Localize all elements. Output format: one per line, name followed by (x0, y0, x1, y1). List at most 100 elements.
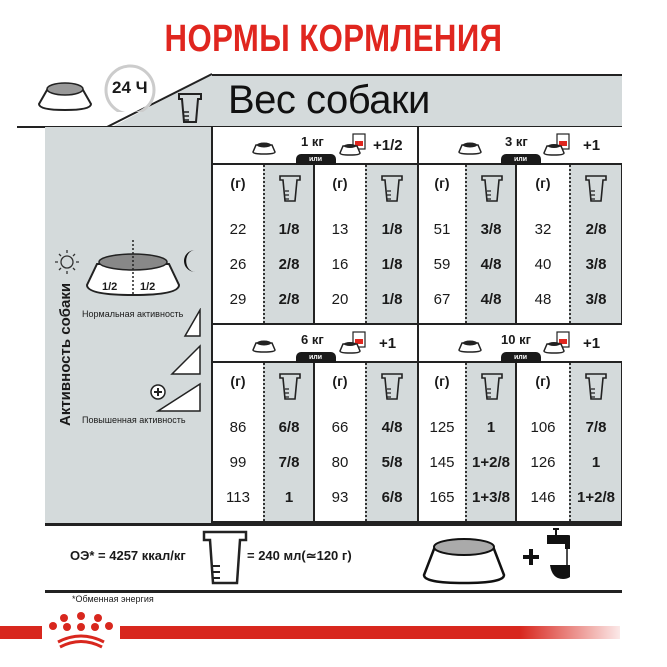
grams-value: 80 (331, 454, 349, 471)
wet-addition-label: +1 (583, 335, 601, 352)
royal-crown-logo (49, 612, 113, 649)
measuring-cup-icon (279, 175, 301, 202)
measuring-cup-icon (481, 175, 503, 202)
cups-value: 1+2/8 (577, 489, 615, 506)
weight-block-3kg: 3 кг или +1 (г) 51 59 67 3/8 4/8 4/8 (г)… (417, 127, 622, 325)
grams-value: 113 (226, 489, 250, 506)
grams-header: (г) (230, 175, 246, 191)
grams-value: 32 (534, 221, 552, 238)
brand-stripe (120, 626, 620, 639)
weight-label: 1 кг (301, 134, 324, 149)
food-bowl-icon (252, 340, 276, 353)
grams-value: 59 (433, 256, 451, 273)
moon-icon (184, 250, 195, 272)
measuring-cup-icon (585, 175, 607, 202)
feeding-table: 1 кг или +1/2 (г) 22 26 29 1/8 2/8 2/8 (… (211, 127, 622, 523)
grams-value: 29 (229, 291, 247, 308)
grams-value: 16 (331, 256, 349, 273)
or-badge: или (295, 352, 336, 363)
wet-addition-label: +1 (583, 137, 601, 154)
grams-header: (г) (535, 373, 551, 389)
wet-food-pouch-icon (339, 331, 366, 354)
brand-stripe (0, 626, 42, 639)
cups-value: 4/8 (480, 256, 502, 273)
food-bowl-icon (458, 340, 482, 353)
period-label: 24 Ч (112, 78, 148, 97)
or-badge: или (500, 154, 541, 165)
food-and-water-icon (422, 528, 570, 585)
grams-header: (г) (230, 373, 246, 389)
header-diagonal (106, 73, 213, 128)
cups-value: 2/8 (585, 221, 607, 238)
grams-value: 26 (229, 256, 247, 273)
activity-panel (45, 127, 212, 523)
measuring-cup-icon (178, 93, 202, 123)
water-tap-icon (547, 528, 570, 579)
cups-value: 6/8 (278, 419, 300, 436)
grams-value: 20 (331, 291, 349, 308)
wet-food-pouch-icon (543, 331, 570, 354)
half-right-label: 1/2 (140, 281, 156, 293)
grams-value: 67 (433, 291, 451, 308)
grams-value: 165 (429, 489, 455, 506)
cups-value: 4/8 (480, 291, 502, 308)
grams-value: 146 (530, 489, 556, 506)
high-activity-label: Повышенная активность (82, 415, 186, 425)
measuring-cup-icon (381, 373, 403, 400)
cups-value: 3/8 (585, 256, 607, 273)
cups-value: 7/8 (278, 454, 300, 471)
grams-header: (г) (332, 373, 348, 389)
food-bowl-icon (458, 142, 482, 155)
activity-level-icon (150, 308, 201, 412)
grams-header: (г) (434, 175, 450, 191)
grams-value: 126 (530, 454, 556, 471)
grams-value: 99 (229, 454, 247, 471)
wet-food-pouch-icon (339, 133, 366, 156)
weight-block-10kg: 10 кг или +1 (г) 125 145 165 1 1+2/8 1+3… (417, 325, 622, 523)
page-title: НОРМЫ КОРМЛЕНИЯ (164, 18, 503, 60)
weight-label: 6 кг (301, 332, 324, 347)
grams-value: 93 (331, 489, 349, 506)
or-badge: или (500, 352, 541, 363)
grams-value: 40 (534, 256, 552, 273)
wet-addition-label: +1/2 (373, 137, 403, 154)
measuring-cup-icon (202, 530, 248, 585)
or-badge: или (295, 154, 336, 165)
wet-addition-label: +1 (379, 335, 397, 352)
cups-value: 1 (486, 419, 496, 436)
cups-value: 1+2/8 (472, 454, 510, 471)
grams-value: 106 (530, 419, 556, 436)
normal-activity-label: Нормальная активность (82, 309, 184, 319)
food-bowl-icon (37, 64, 156, 112)
cups-value: 1/8 (278, 221, 300, 238)
grams-value: 48 (534, 291, 552, 308)
grams-header: (г) (535, 175, 551, 191)
footnote: *Обменная энергия (72, 594, 154, 604)
cups-value: 6/8 (381, 489, 403, 506)
grams-value: 51 (433, 221, 451, 238)
cups-value: 1/8 (381, 221, 403, 238)
measuring-cup-icon (381, 175, 403, 202)
cups-value: 1+3/8 (472, 489, 510, 506)
grams-value: 145 (429, 454, 455, 471)
grams-value: 125 (429, 419, 455, 436)
cups-value: 2/8 (278, 256, 300, 273)
cups-value: 3/8 (585, 291, 607, 308)
energy-label: ОЭ* = 4257 ккал/кг (70, 548, 186, 563)
cups-value: 2/8 (278, 291, 300, 308)
grams-header: (г) (332, 175, 348, 191)
wet-food-pouch-icon (543, 133, 570, 156)
food-bowl-icon (252, 142, 276, 155)
plus-icon (523, 549, 539, 565)
grams-header: (г) (434, 373, 450, 389)
measuring-cup-icon (585, 373, 607, 400)
grams-value: 66 (331, 419, 349, 436)
weight-label: 10 кг (501, 332, 531, 347)
sun-icon (55, 250, 79, 274)
measuring-cup-icon (279, 373, 301, 400)
half-left-label: 1/2 (102, 281, 118, 293)
cups-value: 4/8 (381, 419, 403, 436)
cups-value: 1 (591, 454, 601, 471)
cups-value: 1/8 (381, 256, 403, 273)
cups-value: 7/8 (585, 419, 607, 436)
